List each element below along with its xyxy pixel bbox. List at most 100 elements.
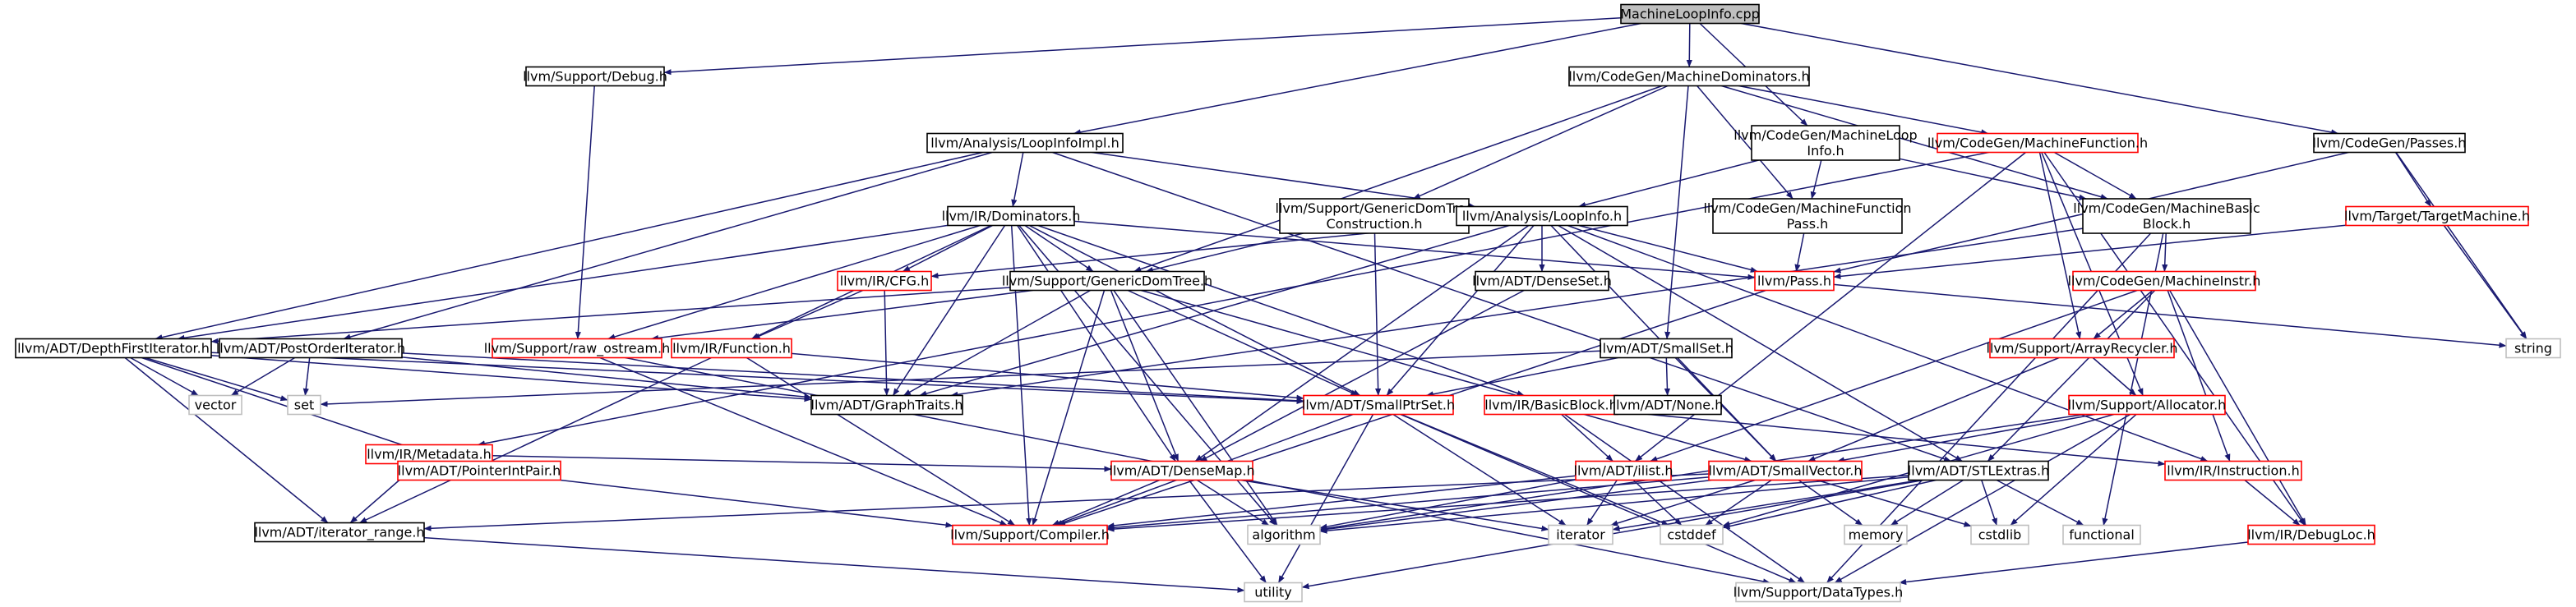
edge-line: [2443, 225, 2528, 339]
edge-line: [1051, 479, 1160, 527]
edge-machineloopinfo-cpp-to-llvm-codegen-passes-h: [1741, 22, 2339, 136]
edge-line: [1127, 289, 1359, 397]
node-llvm-adt-graphtraits-h[interactable]: llvm/ADT/GraphTraits.h: [810, 394, 963, 416]
node-llvm-ir-function-h[interactable]: llvm/IR/Function.h: [671, 338, 792, 359]
node-llvm-ir-cfg-h[interactable]: llvm/IR/CFG.h: [837, 270, 932, 292]
edge-line: [1319, 479, 1577, 530]
edge-line: [1890, 479, 1964, 527]
edge-line: [2167, 290, 2231, 462]
edge-line: [1277, 414, 1374, 583]
node-llvm-support-debug-h[interactable]: llvm/Support/Debug.h: [523, 66, 667, 87]
node-llvm-support-arrayrecycler-h[interactable]: llvm/Support/ArrayRecycler.h: [1987, 338, 2178, 359]
node-llvm-adt-smallptrset-h[interactable]: llvm/ADT/SmallPtrSet.h: [1302, 394, 1455, 416]
edge-line: [1113, 290, 1278, 526]
node-llvm-adt-smallset-h[interactable]: llvm/ADT/SmallSet.h: [1599, 338, 1733, 359]
node-llvm-ir-dominators-h[interactable]: llvm/IR/Dominators.h: [942, 205, 1081, 227]
node-string: string: [2505, 338, 2561, 359]
node-label: llvm/IR/Metadata.h: [367, 447, 492, 462]
node-label: llvm/IR/Function.h: [672, 341, 791, 356]
edge-llvm-codegen-machinedominators-h-to-llvm-codegen-machinebasicblock-h: [1721, 85, 2108, 200]
node-llvm-adt-depthfirstiterator-h[interactable]: llvm/ADT/DepthFirstIterator.h: [15, 338, 212, 359]
node-label: vector: [195, 398, 237, 413]
edge-line: [1373, 232, 1382, 396]
node-label: llvm/ADT/GraphTraits.h: [811, 398, 963, 413]
node-label: Info.h: [1807, 143, 1844, 159]
edge-line: [1834, 413, 2131, 584]
node-llvm-support-raw-ostream-h[interactable]: llvm/Support/raw_ostream.h: [484, 338, 671, 359]
node-llvm-adt-denseset-h[interactable]: llvm/ADT/DenseSet.h: [1472, 270, 1612, 292]
node-llvm-adt-none-h[interactable]: llvm/ADT/None.h: [1613, 394, 1724, 416]
node-label: llvm/ADT/PointerIntPair.h: [398, 463, 561, 479]
node-llvm-adt-pointerintpair-h[interactable]: llvm/ADT/PointerIntPair.h: [397, 460, 561, 481]
node-llvm-codegen-machinedominators-h[interactable]: llvm/CodeGen/MachineDominators.h: [1568, 66, 1810, 87]
edge-llvm-adt-stlextras-h-to-llvm-support-compiler-h: [1106, 474, 1909, 532]
edge-llvm-adt-smallvector-h-to-cstdlib: [1817, 479, 1972, 527]
edge-llvm-analysis-loopinfo-h-to-llvm-pass-h: [1578, 224, 1758, 273]
node-box: [1708, 460, 1863, 481]
edge-line: [2395, 152, 2528, 339]
edge-line: [210, 354, 812, 402]
node-llvm-ir-instruction-h[interactable]: llvm/IR/Instruction.h: [2164, 460, 2302, 481]
edge-llvm-ir-dominators-h-to-llvm-adt-graphtraits-h: [892, 225, 1006, 396]
node-llvm-adt-densemap-h[interactable]: llvm/ADT/DenseMap.h: [1109, 460, 1255, 481]
node-llvm-support-genericdomtree-h[interactable]: llvm/Support/GenericDomTree.h: [1002, 270, 1212, 292]
edge-llvm-codegen-machineinstr-h-to-llvm-support-arrayrecycler-h: [2093, 289, 2154, 340]
edge-llvm-support-genericdomtree-h-to-algorithm: [1113, 290, 1278, 526]
edge-line: [1106, 474, 1909, 532]
edge-line: [651, 289, 1033, 341]
node-llvm-adt-postorderiterator-h[interactable]: llvm/ADT/PostOrderIterator.h: [216, 338, 405, 359]
node-label: llvm/IR/BasicBlock.h: [1484, 398, 1617, 413]
edge-line: [1612, 479, 1920, 531]
node-llvm-ir-debugloc-h[interactable]: llvm/IR/DebugLoc.h: [2247, 524, 2375, 545]
edge-llvm-ir-dominators-h-to-llvm-support-genericdomtree-h: [1024, 224, 1094, 273]
node-llvm-adt-ilist-h[interactable]: llvm/ADT/ilist.h: [1574, 460, 1673, 481]
node-label: llvm/Support/raw_ostream.h: [484, 341, 671, 357]
edge-line: [2093, 289, 2154, 340]
node-llvm-pass-h[interactable]: llvm/Pass.h: [1754, 270, 1835, 292]
edge-line: [1386, 225, 1535, 396]
node-llvm-adt-iterator-range-h[interactable]: llvm/ADT/iterator_range.h: [254, 522, 425, 543]
edge-llvm-support-genericdomtreeconstruction-h-to-llvm-support-genericdomtree-h: [1145, 232, 1304, 273]
node-label: llvm/CodeGen/MachineDominators.h: [1568, 69, 1809, 85]
node-llvm-codegen-passes-h[interactable]: llvm/CodeGen/Passes.h: [2313, 132, 2467, 154]
edge-llvm-adt-smallvector-h-to-cstddef: [1705, 479, 1772, 527]
node-llvm-support-compiler-h[interactable]: llvm/Support/Compiler.h: [950, 524, 1110, 545]
node-utility: utility: [1244, 582, 1303, 603]
edge-line: [663, 17, 1622, 76]
edge-line: [1567, 224, 2209, 462]
edge-llvm-support-genericdomtree-h-to-llvm-adt-smallvector-h: [1140, 289, 1752, 462]
node-label: set: [294, 398, 314, 413]
edge-line: [1401, 413, 1669, 527]
edge-line: [1899, 541, 2249, 586]
edge-llvm-adt-smallvector-h-to-algorithm: [1319, 479, 1712, 532]
edge-llvm-support-genericdomtree-h-to-llvm-adt-smallptrset-h: [1127, 289, 1359, 397]
node-llvm-adt-stlextras-h[interactable]: llvm/ADT/STLExtras.h: [1908, 460, 2049, 481]
node-label: llvm/ADT/STLExtras.h: [1908, 463, 2049, 479]
node-llvm-codegen-machineloopinfo-h[interactable]: llvm/CodeGen/MachineLoopInfo.h: [1733, 125, 1918, 161]
node-llvm-analysis-loopinfo-h[interactable]: llvm/Analysis/LoopInfo.h: [1456, 205, 1628, 227]
edge-llvm-ir-dominators-h-to-llvm-adt-densemap-h: [1017, 225, 1176, 462]
node-llvm-analysis-loopinfoimpl-h[interactable]: llvm/Analysis/LoopInfoImpl.h: [926, 132, 1124, 154]
node-llvm-codegen-machineinstr-h[interactable]: llvm/CodeGen/MachineInstr.h: [2068, 270, 2261, 292]
edge-line: [1194, 224, 1530, 462]
node-llvm-codegen-machinefunction-h[interactable]: llvm/CodeGen/MachineFunction.h: [1927, 132, 2148, 154]
edge-line: [230, 356, 296, 397]
edge-llvm-codegen-machineinstr-h-to-llvm-ir-debugloc-h: [2169, 290, 2306, 526]
edge-llvm-adt-stlextras-h-to-memory: [1890, 479, 1964, 527]
node-llvm-support-genericdomtreeconstruction-h[interactable]: llvm/Support/GenericDomTreeConstruction.…: [1275, 198, 1474, 234]
edge-llvm-support-allocator-h-to-cstdlib: [2010, 413, 2137, 527]
node-label: llvm/Support/ArrayRecycler.h: [1987, 341, 2178, 356]
edge-line: [2010, 413, 2137, 527]
node-llvm-ir-basicblock-h[interactable]: llvm/IR/BasicBlock.h: [1484, 394, 1618, 416]
edge-llvm-ir-basicblock-h-to-llvm-adt-ilist-h: [1561, 413, 1613, 462]
node-label: functional: [2069, 527, 2135, 543]
node-llvm-target-targetmachine-h[interactable]: llvm/Target/TargetMachine.h: [2344, 205, 2530, 227]
node-set: set: [287, 394, 321, 416]
edge-line: [575, 85, 595, 339]
edge-llvm-adt-postorderiterator-h-to-llvm-adt-graphtraits-h: [401, 356, 812, 400]
node-llvm-support-allocator-h[interactable]: llvm/Support/Allocator.h: [2068, 394, 2227, 416]
edge-llvm-analysis-loopinfoimpl-h-to-llvm-analysis-loopinfo-h: [1092, 151, 1476, 209]
node-llvm-adt-smallvector-h[interactable]: llvm/ADT/SmallVector.h: [1708, 460, 1863, 481]
